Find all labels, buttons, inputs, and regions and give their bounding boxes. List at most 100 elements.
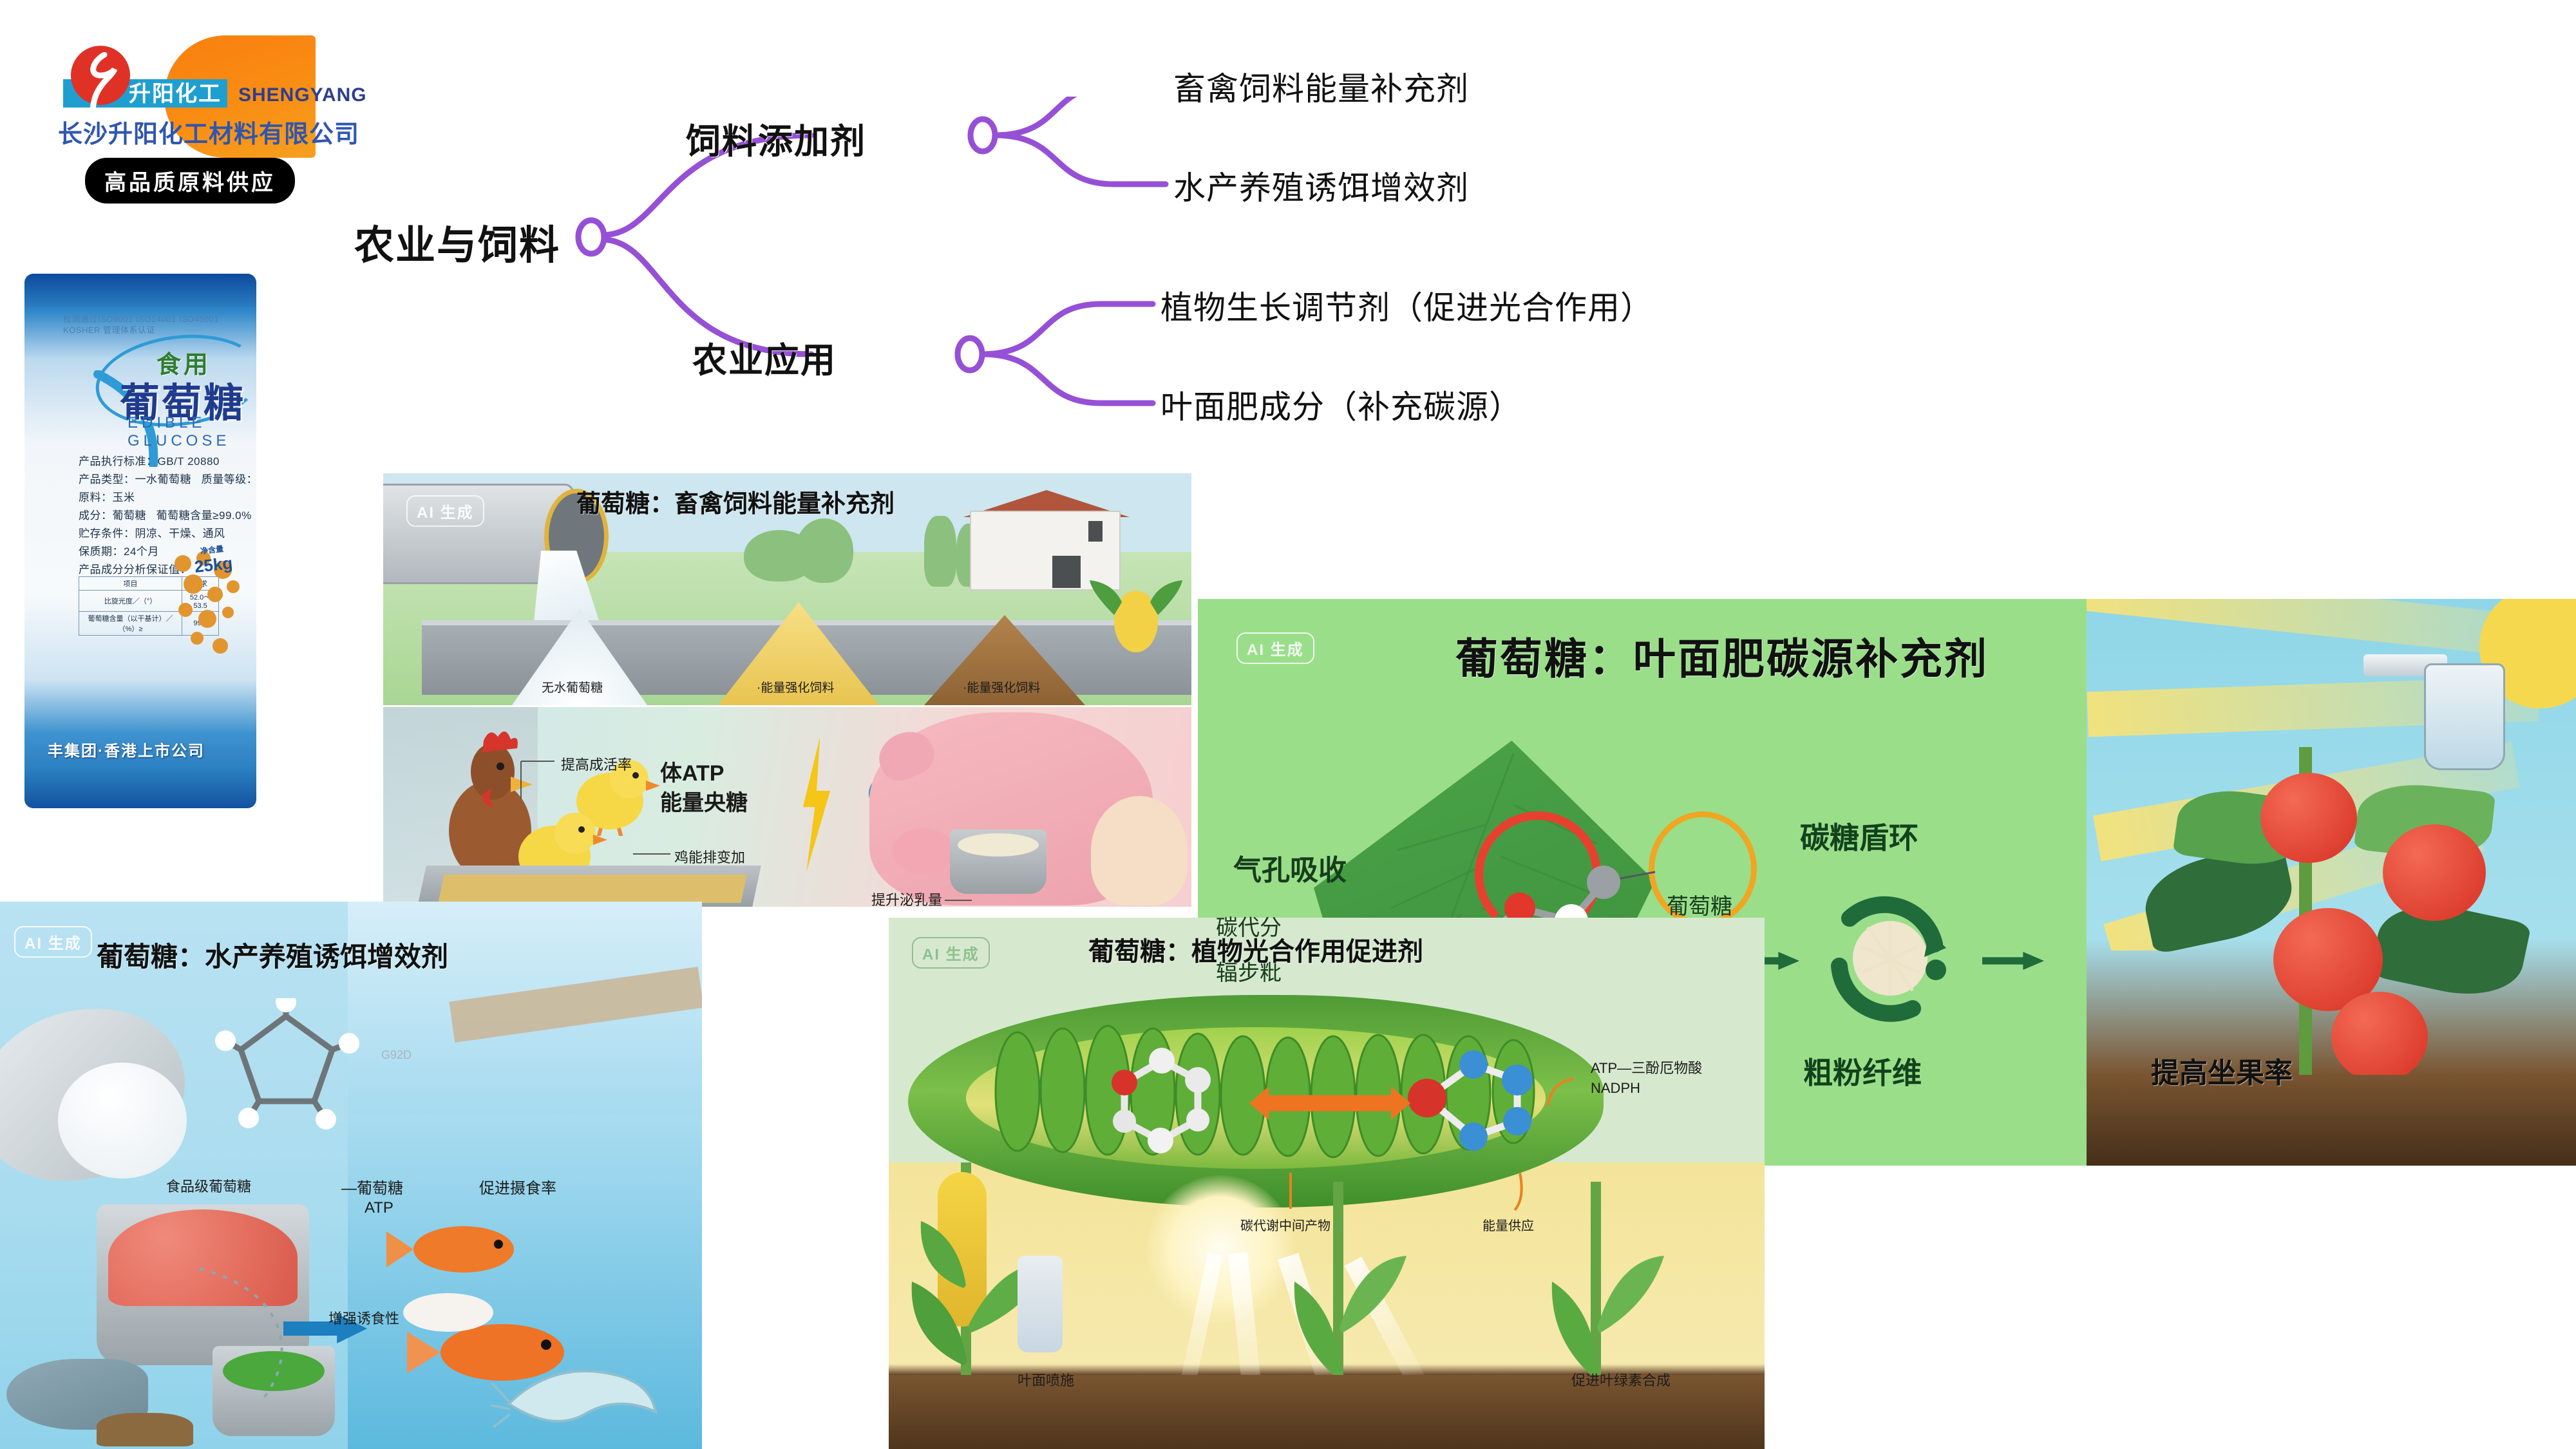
label-promote-chlorophyll: 促进叶绿素合成 [1571, 1372, 1671, 1388]
fish-group-icon [386, 1226, 564, 1381]
mindmap-leaf-label-1-0: 植物生长调节剂（促进光合作用） [1160, 290, 1653, 326]
label-glucose: 葡萄糖 [1667, 895, 1732, 919]
mindmap-leaf-label-0-0: 畜禽饲料能量补充剂 [1173, 71, 1469, 107]
grain-in-trough [438, 875, 747, 903]
panel-title-feed-production: 葡萄糖：畜禽饲料能量补充剂 [576, 491, 895, 518]
bag-eyebrow: 食用 [156, 352, 211, 379]
panel-title-foliar: 葡萄糖：叶面肥碳源补充剂 [1455, 635, 1989, 683]
soil-band [889, 1374, 1765, 1449]
panel-tomato-yield: 提高坐果率 [2087, 599, 2576, 1166]
ai-generated-chip: AI 生成 [406, 495, 484, 527]
panel-feed-production: 无水葡萄糖 ·能量强化饲料 ·能量强化饲料 AI 生成 葡萄糖：畜禽饲料能量补充… [383, 473, 1191, 705]
sun-ray-icon [2087, 599, 2537, 658]
tree-icon [795, 518, 853, 583]
product-bag-image: 检测通过ISO9001 ISO14001 ISO45001 KOSHER 管理体… [24, 274, 256, 808]
feed-pellets [108, 1209, 298, 1306]
mindmap-node-feed-additive [967, 116, 998, 155]
bag-weight-value: 25kg [193, 553, 234, 576]
quality-badge: 高品质原料供应 [85, 158, 295, 204]
glucose-ring-molecule-icon [215, 998, 359, 1130]
label-nadph: NADPH [1591, 1080, 1641, 1096]
seedling-icon [1551, 1256, 1664, 1378]
label-milk-yield: 提升泌乳量 [871, 892, 943, 907]
piglet-icon [1091, 796, 1188, 905]
label-stomata-absorption: 气孔吸收 [1233, 855, 1347, 886]
corn-icon [1090, 580, 1182, 652]
company-name: 长沙升阳化工材料有限公司 [58, 121, 360, 148]
lightning-bolt-icon [802, 737, 831, 872]
arrow-right-icon-2 [1982, 952, 2044, 970]
logo-swoosh-icon [90, 52, 118, 118]
label-atp-nadph-1: ATP—三酚厄物酸 [1591, 1060, 1703, 1076]
panel-title-aquaculture: 葡萄糖：水产养殖诱饵增效剂 [97, 942, 449, 972]
panel-aquaculture: AI 生成 葡萄糖：水产养殖诱饵增效剂 食品级葡萄糖 —葡萄糖 ATP 增强诱食… [0, 902, 702, 1449]
ai-generated-chip: AI 生成 [14, 926, 92, 958]
tomato-fruit [2260, 773, 2357, 863]
bag-glucose-dots-icon [175, 551, 240, 654]
label-energy-feed-1: ·能量强化饲料 [757, 681, 835, 695]
bag-swoosh-icon [93, 370, 158, 467]
tomato-fruit [2331, 992, 2428, 1082]
mindmap-root-node [575, 217, 607, 257]
sun-glow-icon [1146, 1175, 1294, 1323]
brown-powder-pile [97, 1413, 193, 1446]
mindmap-leaf-label-1-1: 叶面肥成分（补充碳源） [1160, 389, 1522, 425]
nadph-molecule-icon [1408, 1050, 1533, 1151]
spray-bottle-icon [1018, 1256, 1063, 1352]
chick-icon [576, 760, 660, 836]
label-food-grade-glucose: 食品级葡萄糖 [166, 1179, 252, 1195]
sprayer-bottle-icon [2424, 663, 2505, 770]
mindmap-diagram: 农业与饲料 饲料添加剂 农业应用 畜禽饲料能量补充剂 水产养殖诱饵增效剂 植物生… [354, 71, 2576, 547]
dotted-trail-icon [199, 1267, 283, 1399]
label-fruit-set-rate: 提高坐果率 [2151, 1057, 2293, 1089]
panel-title-photosynthesis: 葡萄糖：植物光合作用促进剂 [1088, 938, 1423, 966]
label-energy-feed-2: ·能量强化饲料 [963, 681, 1041, 695]
label-molecule-code: G92D [381, 1048, 412, 1061]
corn-leaves-icon [911, 1221, 1051, 1365]
bag-bottom-seal [24, 763, 256, 808]
barn-window-icon [1088, 521, 1103, 542]
ai-generated-chip: AI 生成 [912, 937, 990, 969]
atp-energy-text: 体ATP 能量央糖 [660, 761, 748, 815]
label-promote-feeding-rate: 促进摄食率 [479, 1180, 556, 1197]
recycle-cycle-icon [1831, 896, 1946, 1022]
tree-icon [924, 516, 956, 587]
logo-english: SHENGYANG [238, 84, 367, 106]
bag-weight: 净含量 25kg [192, 542, 233, 577]
bag-certifications: 检测通过ISO9001 ISO14001 ISO45001 KOSHER 管理体… [63, 314, 220, 335]
label-crude-fiber: 粗粉纤维 [1803, 1056, 1922, 1090]
bag-specifications: 产品执行标准：GB/T 20880 产品类型：一水葡萄糖 质量等级：一级 原料：… [79, 455, 256, 576]
seedling-icon [1294, 1256, 1406, 1378]
bag-table-cell: 比旋光度／（°） [78, 590, 183, 612]
pig-snout-icon [893, 828, 954, 875]
ai-generated-chip: AI 生成 [1236, 632, 1314, 664]
mindmap-branch-label-0: 饲料添加剂 [686, 122, 866, 161]
bag-footer-company: 丰集团·香港上市公司 [48, 743, 205, 760]
mindmap-branch-label-1: 农业应用 [692, 341, 837, 380]
milk-surface [958, 833, 1039, 857]
panel-livestock: 体ATP 能量央糖 提高成活率 鸡能排变加 提升泌乳量 [383, 707, 1191, 907]
mindmap-root-label: 农业与饲料 [354, 223, 561, 268]
soil-band [2087, 1075, 2576, 1166]
bag-top-seal [24, 274, 256, 307]
label-energy-supply: 能量供应 [1482, 1219, 1534, 1233]
mindmap-leaf-label-0-1: 水产养殖诱饵增效剂 [1173, 170, 1469, 206]
panel-photosynthesis: ATP—三酚厄物酸 NADPH 碳代谢中间产物 能量供应 叶面喷施 促进叶绿素合… [889, 918, 1765, 1449]
logo-chinese-short: 升阳化工 [129, 82, 222, 106]
glucose-powder [58, 1063, 187, 1179]
glucose-molecule-icon [1112, 1048, 1211, 1153]
label-chicken-energy: 鸡能排变加 [674, 849, 746, 866]
label-foliar-spray: 叶面喷施 [1018, 1372, 1075, 1388]
hen-icon [449, 731, 533, 881]
label-glucose: —葡萄糖 [341, 1180, 403, 1197]
bag-title-english: EDIBLE GLUCOSE [128, 414, 231, 450]
label-carbon-sugar-cycle: 碳糖盾环 [1800, 821, 1918, 855]
label-enhance-palatability: 增强诱食性 [328, 1311, 400, 1327]
label-radiation-step: 辐步粃 [1216, 961, 1282, 985]
shrimp-icon [490, 1369, 658, 1428]
bag-title: 葡萄糖 [120, 381, 246, 426]
label-anhydrous-glucose: 无水葡萄糖 [542, 681, 603, 695]
brand-logo-block: 升阳化工 SHENGYANG 长沙升阳化工材料有限公司 高品质原料供应 [39, 35, 366, 204]
bag-table-cell: 葡萄糖含量（以干基计）／（%）≥ [78, 611, 183, 636]
label-survival-rate: 提高成活率 [561, 757, 632, 773]
